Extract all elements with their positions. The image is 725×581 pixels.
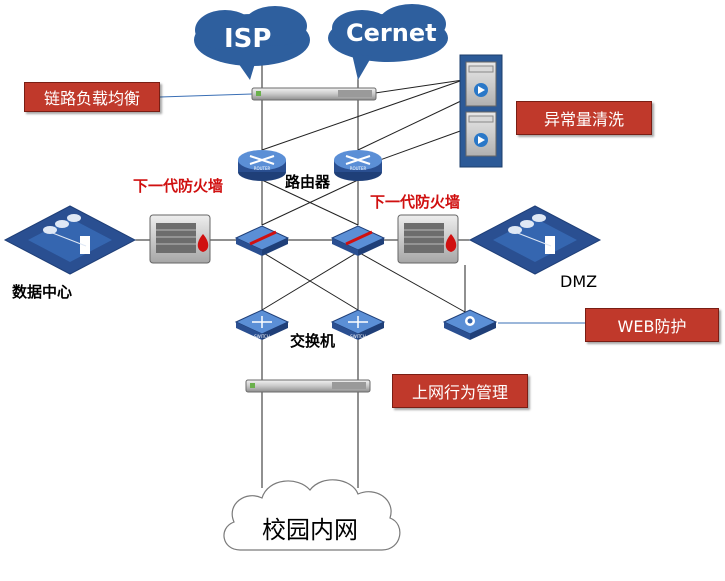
- dmz-network: [468, 205, 602, 275]
- router-left-text: ROUTER: [254, 166, 271, 171]
- access-switch-left: SWITCH: [234, 309, 290, 340]
- router-right-text: ROUTER: [350, 166, 367, 171]
- firewall-right-device: [397, 214, 459, 264]
- core-switch-left: [234, 225, 290, 256]
- web-protection-tag: WEB防护: [585, 308, 719, 342]
- dmz-label: DMZ: [560, 272, 598, 291]
- internet-behavior-mgmt-tag: 上网行为管理: [392, 374, 528, 408]
- datacenter-label: 数据中心: [12, 283, 73, 301]
- firewall-right-label: 下一代防火墙: [370, 193, 461, 211]
- datacenter-network: [3, 205, 137, 275]
- link-load-balancing-tag: 链路负载均衡: [24, 82, 160, 112]
- link-load-balancer-device: [251, 87, 377, 101]
- router-label: 路由器: [285, 173, 331, 191]
- core-switch-right: [330, 225, 386, 256]
- internet-behavior-mgmt-device: [245, 379, 371, 393]
- web-protect-switch: [442, 309, 498, 340]
- campus-cloud-label: 校园内网: [262, 516, 358, 544]
- connection-lines: [135, 52, 470, 488]
- access-switch-left-text: SWITCH: [254, 334, 270, 339]
- isp-cloud-shape: [194, 6, 310, 80]
- firewall-left-device: [149, 214, 211, 264]
- router-left: ROUTER: [238, 150, 286, 181]
- isp-cloud-label: ISP: [224, 24, 272, 54]
- switch-label: 交换机: [290, 332, 336, 350]
- firewall-left-label: 下一代防火墙: [133, 177, 224, 195]
- tag-connectors: [159, 93, 585, 324]
- cernet-cloud-shape: [328, 4, 448, 80]
- router-right: ROUTER: [334, 150, 382, 181]
- traffic-cleaning-servers: [459, 54, 503, 168]
- access-switch-right-text: SWITCH: [350, 334, 366, 339]
- campus-cloud-shape: [223, 479, 401, 551]
- cernet-cloud-label: Cernet: [346, 19, 437, 47]
- access-switch-right: SWITCH: [330, 309, 386, 340]
- anomaly-cleaning-tag: 异常量清洗: [516, 101, 652, 135]
